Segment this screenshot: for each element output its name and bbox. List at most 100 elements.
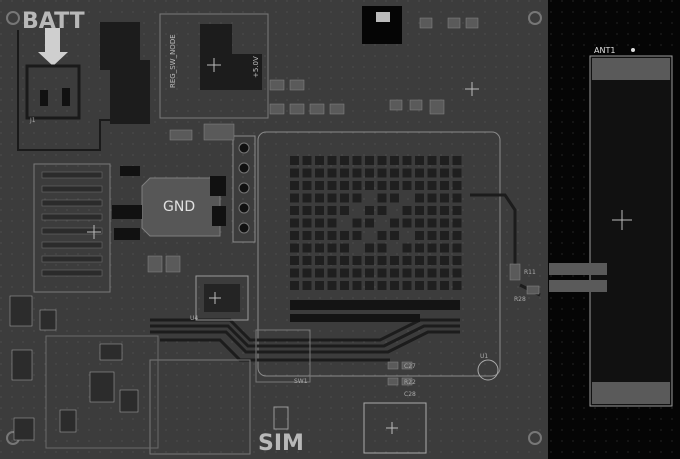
module-pad	[452, 168, 462, 178]
module-pad	[402, 218, 412, 228]
module-pad	[415, 181, 424, 190]
module-pad	[377, 193, 387, 203]
module-pad	[440, 168, 449, 178]
module-pad	[427, 243, 437, 253]
module-pad	[352, 181, 362, 190]
module-pad	[377, 156, 387, 165]
ref-c27: C27	[404, 363, 416, 370]
module-pad	[365, 181, 374, 190]
module-pad	[327, 218, 337, 228]
top-passives	[147, 17, 479, 273]
module-pad	[327, 206, 337, 215]
module-pad	[327, 231, 337, 240]
module-pad	[390, 231, 399, 240]
module-pad	[327, 181, 337, 190]
module-pad	[340, 193, 349, 203]
header-pins[interactable]	[232, 135, 256, 243]
module-pad	[440, 281, 449, 290]
module-pad	[415, 218, 424, 228]
module-pad	[290, 181, 299, 190]
module-pad	[302, 268, 312, 278]
module-pad	[340, 256, 349, 265]
sim-label: SIM	[258, 431, 304, 456]
module-pad	[427, 156, 437, 165]
module-pad	[390, 156, 399, 165]
module-pad	[402, 281, 412, 290]
module-pad	[390, 193, 399, 203]
module-pad	[452, 256, 462, 265]
module-pad	[365, 218, 374, 228]
ref-r22: R22	[404, 379, 416, 386]
module-pad	[302, 156, 312, 165]
module-pad	[415, 243, 424, 253]
module-pad	[452, 268, 462, 278]
module-pad	[315, 218, 324, 228]
module-pad	[440, 268, 449, 278]
module-pad	[415, 256, 424, 265]
module-pad	[290, 268, 299, 278]
module-pad	[340, 281, 349, 290]
module-pad	[377, 268, 387, 278]
module-pad	[390, 181, 399, 190]
module-pad	[390, 268, 399, 278]
module-pad	[315, 168, 324, 178]
module-pad	[352, 281, 362, 290]
antenna-feed-pad	[549, 263, 607, 275]
connector-top-block	[362, 6, 402, 44]
module-pad	[340, 156, 349, 165]
module-pad	[390, 218, 399, 228]
module-pad	[390, 281, 399, 290]
u1-component[interactable]	[477, 359, 499, 381]
module-pad	[390, 256, 399, 265]
module-pad	[290, 168, 299, 178]
u4-component[interactable]	[195, 275, 249, 321]
module-pad	[315, 268, 324, 278]
regulator-outline	[159, 13, 269, 119]
module-pad	[365, 206, 374, 215]
module-pad	[315, 193, 324, 203]
module-pad	[452, 193, 462, 203]
module-pad	[315, 256, 324, 265]
module-pad	[302, 256, 312, 265]
module-pad	[340, 168, 349, 178]
module-pad	[452, 231, 462, 240]
module-pad	[315, 281, 324, 290]
module-pad	[302, 181, 312, 190]
module-pad	[290, 218, 299, 228]
module-pad	[452, 243, 462, 253]
bottom-ic[interactable]	[363, 402, 427, 454]
module-pad	[427, 268, 437, 278]
module-pad	[365, 256, 374, 265]
module-pad	[427, 206, 437, 215]
module-pad	[290, 243, 299, 253]
module-pad	[427, 231, 437, 240]
module-pad	[440, 156, 449, 165]
module-pad	[315, 231, 324, 240]
module-pad	[377, 206, 387, 215]
module-pad	[377, 168, 387, 178]
module-pad	[377, 181, 387, 190]
module-pad	[302, 243, 312, 253]
module-pad	[402, 268, 412, 278]
module-pad	[340, 181, 349, 190]
module-pad	[352, 168, 362, 178]
ref-r11: R11	[524, 269, 536, 276]
antenna-footprint[interactable]	[589, 48, 673, 407]
battery-connector[interactable]	[25, 28, 81, 120]
module-pad	[327, 168, 337, 178]
module-pad	[402, 168, 412, 178]
module-pad	[402, 206, 412, 215]
module-pad	[365, 281, 374, 290]
sim-card-slot[interactable]	[273, 406, 289, 430]
module-pad	[340, 206, 349, 215]
module-pad	[327, 193, 337, 203]
module-pad	[327, 268, 337, 278]
module-pad	[427, 193, 437, 203]
module-pad	[327, 243, 337, 253]
module-pad	[365, 156, 374, 165]
ref-c28: C28	[404, 391, 416, 398]
module-pad-array	[290, 156, 462, 290]
module-pad	[302, 168, 312, 178]
module-pad	[315, 156, 324, 165]
